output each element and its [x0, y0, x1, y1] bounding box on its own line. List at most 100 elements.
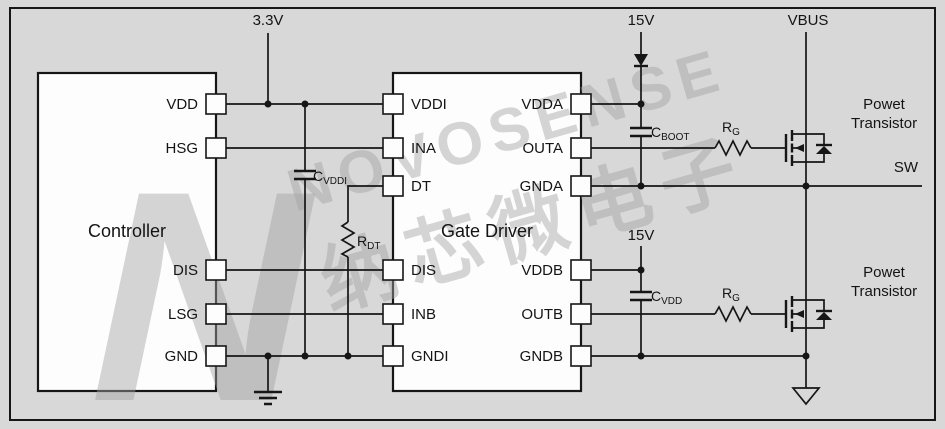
label-r-dt: RDT — [357, 233, 380, 252]
transistor-top-label-line1: Powet — [863, 96, 906, 113]
wires-right — [591, 32, 922, 406]
pin-box-lsg — [205, 303, 227, 325]
controller-title: Controller — [88, 221, 166, 241]
c-vdd-ref: C — [651, 288, 661, 304]
net-label-vbus: VBUS — [788, 12, 829, 29]
transistor-bottom-label-line2: Transistor — [851, 283, 917, 300]
pin-label-dt: DT — [411, 178, 431, 195]
pin-label-inb: INB — [411, 306, 436, 323]
net-label-15v-top: 15V — [628, 12, 655, 29]
wires-left — [226, 33, 383, 406]
c-vdd-sub: VDD — [661, 296, 682, 307]
mosfet-bottom-arrow — [795, 310, 804, 318]
pin-box-vddb — [570, 259, 592, 281]
resistor-rg-top-icon — [714, 139, 752, 157]
label-c-boot: CBOOT — [651, 124, 689, 143]
mosfet-low-side-icon — [784, 186, 832, 356]
pin-box-ina — [382, 137, 404, 159]
pin-label-vddi: VDDI — [411, 96, 447, 113]
pin-label-lsg: LSG — [168, 306, 198, 323]
pin-label-vdda: VDDA — [521, 96, 563, 113]
pin-label-hsg: HSG — [165, 140, 198, 157]
pin-box-hsg — [205, 137, 227, 159]
junction-dot — [637, 100, 645, 108]
pin-label-gndi: GNDI — [411, 348, 449, 365]
earth-ground-icon — [254, 390, 282, 406]
pin-box-gndi — [382, 345, 404, 367]
pin-box-gnd — [205, 345, 227, 367]
pin-box-dis2 — [382, 259, 404, 281]
junction-dots — [264, 100, 810, 360]
c-vddi-ref: C — [313, 168, 323, 184]
c-boot-sub: BOOT — [661, 132, 689, 143]
gate-driver-left-pin-boxes — [382, 93, 404, 367]
pin-box-dt — [382, 175, 404, 197]
mosfet-top-arrow — [795, 144, 804, 152]
signal-ground-icon — [791, 387, 821, 406]
capacitor-cvddi-icon — [294, 169, 316, 181]
net-label-15v-bottom: 15V — [628, 227, 655, 244]
pin-label-vdd: VDD — [166, 96, 198, 113]
junction-dot — [637, 182, 645, 190]
junction-dot — [637, 352, 645, 360]
pin-label-dis2: DIS — [411, 262, 436, 279]
controller-box — [36, 71, 218, 393]
capacitor-cboot-icon — [630, 126, 652, 138]
resistor-rdt-icon — [340, 221, 356, 258]
mosfet-bottom-body-diode-wire — [806, 299, 825, 329]
junction-dot — [301, 100, 309, 108]
pin-box-vdda — [570, 93, 592, 115]
pin-box-vdd — [205, 93, 227, 115]
junction-dot — [637, 266, 645, 274]
junction-dot — [264, 352, 272, 360]
r-dt-sub: DT — [367, 241, 380, 252]
pin-label-gnd: GND — [165, 348, 199, 365]
pin-label-outb: OUTB — [521, 306, 563, 323]
label-r-g-bottom: RG — [722, 285, 740, 304]
frame-border — [9, 7, 936, 421]
r-g-top-ref: R — [722, 119, 732, 135]
capacitor-cvdd-icon — [630, 290, 652, 302]
r-g-bottom-sub: G — [732, 293, 740, 304]
label-c-vdd: CVDD — [651, 288, 682, 307]
r-g-bottom-ref: R — [722, 285, 732, 301]
junction-dot — [802, 182, 810, 190]
pin-label-outa: OUTA — [522, 140, 563, 157]
gate-driver-title: Gate Driver — [441, 221, 533, 241]
r-dt-ref: R — [357, 233, 367, 249]
pin-label-dis: DIS — [173, 262, 198, 279]
gate-driver-right-pin-labels: VDDA OUTA GNDA VDDB OUTB GNDB — [520, 96, 563, 365]
wire-dt-branch — [347, 185, 383, 356]
net-label-sw: SW — [894, 159, 919, 176]
pin-box-vddi — [382, 93, 404, 115]
pin-label-vddb: VDDB — [521, 262, 563, 279]
pin-box-gnda — [570, 175, 592, 197]
pin-box-gndb — [570, 345, 592, 367]
label-c-vddi: CVDDI — [313, 168, 347, 187]
resistor-rg-bottom-icon — [714, 305, 752, 323]
net-label-3v3: 3.3V — [253, 12, 284, 29]
pin-box-outb — [570, 303, 592, 325]
c-boot-ref: C — [651, 124, 661, 140]
bootstrap-diode-icon — [634, 54, 648, 66]
pin-box-dis — [205, 259, 227, 281]
junction-dot — [344, 352, 352, 360]
transistor-bottom-label-line1: Powet — [863, 264, 906, 281]
mosfet-top-body-diode-icon — [816, 146, 832, 154]
gate-driver-right-pin-boxes — [570, 93, 592, 367]
pin-box-outa — [570, 137, 592, 159]
pin-label-gndb: GNDB — [520, 348, 563, 365]
c-vddi-sub: VDDI — [323, 176, 347, 187]
mosfet-high-side-icon — [784, 32, 832, 186]
junction-dot — [264, 100, 272, 108]
r-g-top-sub: G — [732, 127, 740, 138]
mosfet-bottom-body-diode-icon — [816, 312, 832, 320]
pin-label-ina: INA — [411, 140, 436, 157]
gate-driver-left-pin-labels: VDDI INA DT DIS INB GNDI — [411, 96, 449, 365]
gate-driver-box — [391, 71, 583, 393]
label-r-g-top: RG — [722, 119, 740, 138]
mosfet-top-body-diode-wire — [806, 133, 825, 163]
pin-box-inb — [382, 303, 404, 325]
